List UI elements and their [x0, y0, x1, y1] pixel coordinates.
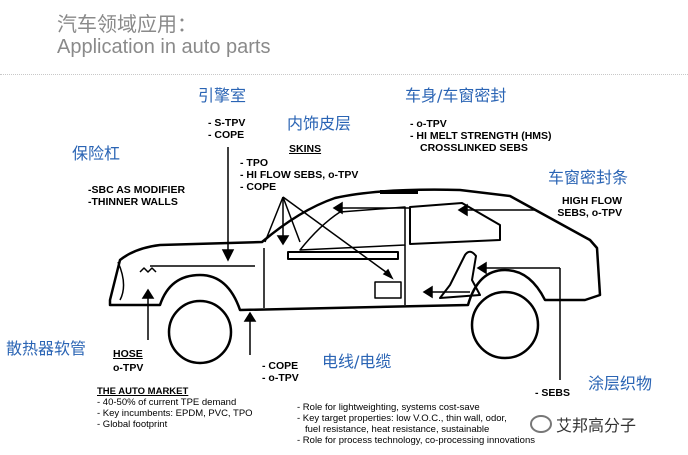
label-body-seal: 车身/车窗密封 — [405, 86, 507, 105]
role-item: - Role for process technology, co-proces… — [297, 435, 535, 446]
spec-line: - COPE — [208, 129, 245, 141]
rear-window — [409, 202, 501, 245]
spec-line: -SBC AS MODIFIER — [88, 184, 186, 196]
spec-line: - HI MELT STRENGTH (HMS) — [410, 130, 552, 142]
role-item: fuel resistance, heat resistance, sustai… — [305, 424, 490, 435]
slide-title-chinese: 汽车领域应用： — [57, 12, 197, 36]
spec-window-seal: HIGH FLOW SEBS, o-TPV — [552, 195, 622, 219]
spec-skins-title: SKINS — [289, 143, 322, 155]
spec-line: - o-TPV — [262, 372, 299, 384]
spec-line: - TPO — [240, 157, 268, 169]
auto-market-box: THE AUTO MARKET - 40-50% of current TPE … — [97, 386, 253, 430]
seat — [439, 250, 481, 299]
watermark: 艾邦高分子 — [530, 412, 636, 436]
spec-line: HIGH FLOW — [562, 195, 623, 207]
spec-engine-room: - S-TPV - COPE — [208, 117, 245, 141]
spec-line: - COPE — [240, 181, 277, 193]
label-coated-fabric: 涂层织物 — [588, 374, 653, 393]
watermark-text: 艾邦高分子 — [556, 416, 637, 435]
wechat-icon — [530, 415, 552, 433]
divider-line — [0, 74, 688, 75]
market-item: - Global footprint — [97, 419, 168, 430]
spec-fabric: - SEBS — [535, 387, 570, 399]
front-window — [299, 206, 406, 251]
spec-line: - COPE — [262, 360, 299, 372]
spec-line: SEBS, o-TPV — [557, 207, 623, 219]
label-interior-skin: 内饰皮层 — [287, 114, 352, 133]
label-wire-cable: 电线/电缆 — [322, 352, 392, 371]
spec-wire: - COPE - o-TPV — [262, 360, 299, 384]
label-radiator-hose: 散热器软管 — [6, 339, 87, 358]
spec-line: - S-TPV — [208, 117, 246, 129]
rear-wheel — [470, 290, 540, 360]
spec-hose: o-TPV — [113, 362, 143, 374]
role-item: - Role for lightweighting, systems cost-… — [297, 402, 480, 413]
spec-bumper: -SBC AS MODIFIER -THINNER WALLS — [88, 184, 185, 208]
spec-line: CROSSLINKED SEBS — [420, 142, 528, 154]
front-wheel — [167, 299, 233, 365]
car-body-outline — [108, 188, 602, 312]
market-item: - Key incumbents: EPDM, PVC, TPO — [97, 408, 253, 419]
label-window-seal-strip: 车窗密封条 — [548, 168, 629, 187]
market-item: - 40-50% of current TPE demand — [97, 397, 237, 408]
label-bumper: 保险杠 — [72, 144, 121, 163]
auto-market-title: THE AUTO MARKET — [97, 386, 189, 397]
role-item: - Key target properties: low V.O.C., thi… — [297, 413, 507, 424]
spec-hose-title: HOSE — [113, 348, 143, 360]
spec-line: o-TPV — [113, 362, 144, 374]
roles-list: - Role for lightweighting, systems cost-… — [297, 402, 535, 446]
spec-body-seal: - o-TPV - HI MELT STRENGTH (HMS) CROSSLI… — [410, 118, 552, 154]
spec-line: - HI FLOW SEBS, o-TPV — [240, 169, 359, 181]
label-engine-room: 引擎室 — [198, 86, 247, 105]
spec-line: -THINNER WALLS — [88, 196, 178, 208]
spec-line: - o-TPV — [410, 118, 447, 130]
spec-line: - SEBS — [535, 387, 571, 399]
spec-skins: - TPO - HI FLOW SEBS, o-TPV - COPE — [240, 157, 358, 193]
slide-title-english: Application in auto parts — [57, 36, 271, 58]
